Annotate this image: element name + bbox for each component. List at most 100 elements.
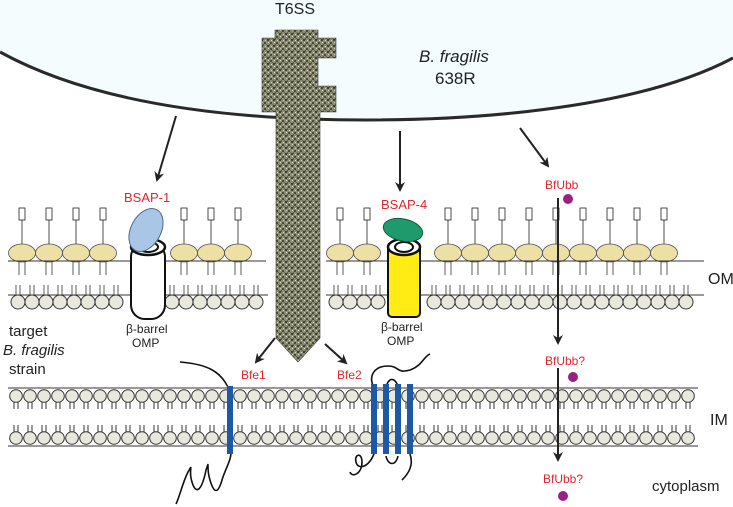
im-head [289, 389, 303, 403]
im-head [681, 389, 695, 403]
t6ss-needle [261, 29, 337, 363]
im-head [359, 389, 373, 403]
om-inner-head [552, 294, 568, 310]
lps-head [35, 243, 63, 263]
im-head [79, 431, 93, 445]
im-head [23, 389, 37, 403]
im-head [499, 389, 513, 403]
im-head [471, 389, 485, 403]
om-inner-head [594, 294, 610, 310]
bfe1-helix [227, 386, 233, 454]
om-inner-head [206, 294, 222, 310]
lps-head [197, 243, 225, 263]
om-inner-head [496, 294, 512, 310]
im-head [681, 431, 695, 445]
bfe2-protein [349, 353, 431, 481]
arrow-to-bfubb [519, 127, 550, 168]
im-head [65, 431, 79, 445]
im-head [177, 389, 191, 403]
im-head [303, 431, 317, 445]
im-head [653, 431, 667, 445]
bfubb-dot-3 [558, 491, 568, 501]
om-inner-head [356, 294, 372, 310]
im-head [135, 389, 149, 403]
bfe2-helix-1 [371, 384, 377, 454]
bfubb-q1-label: BfUbb? [545, 354, 586, 368]
om-inner-head [234, 294, 250, 310]
om-inner-head [664, 294, 680, 310]
attacker-strain-label: 638R [435, 69, 476, 88]
om-inner-head [482, 294, 498, 310]
im-head [65, 389, 79, 403]
im-head [541, 389, 555, 403]
im-head [625, 431, 639, 445]
im-head [583, 431, 597, 445]
attacker-cytoplasm [0, 0, 733, 120]
bsap1-protein [128, 208, 164, 252]
im-head [429, 431, 443, 445]
om-inner-head [342, 294, 358, 310]
barrel1-line1: β-barrel [126, 322, 168, 336]
cytoplasm-label: cytoplasm [652, 478, 720, 495]
om-inner-head [622, 294, 638, 310]
im-head [149, 389, 163, 403]
bfe2-helix-3 [395, 384, 401, 454]
lps-head [434, 243, 462, 263]
im-head [51, 431, 65, 445]
om-inner-head [510, 294, 526, 310]
arrow-to-bsap1 [154, 115, 177, 182]
bfe2-helix-4 [407, 384, 413, 454]
om-inner-head [24, 294, 40, 310]
im-head [499, 431, 513, 445]
bfubb-q2-label: BfUbb? [543, 472, 584, 486]
im-head [51, 389, 65, 403]
im-head [541, 431, 555, 445]
lps-head [461, 243, 489, 263]
im-head [457, 389, 471, 403]
im-head [527, 431, 541, 445]
im-head [443, 431, 457, 445]
im-head [457, 431, 471, 445]
im-head [653, 389, 667, 403]
om-inner-head [538, 294, 554, 310]
bsap4-protein [382, 217, 424, 243]
im-head [317, 389, 331, 403]
im-head [275, 389, 289, 403]
lps-head [62, 243, 90, 263]
arrow-to-bfe1 [254, 337, 276, 364]
im-head [121, 389, 135, 403]
im-head [261, 389, 275, 403]
im-head [345, 389, 359, 403]
om-inner-head [192, 294, 208, 310]
bfe2-helix-2 [383, 384, 389, 454]
im-head [569, 389, 583, 403]
om-inner-head [650, 294, 666, 310]
om-inner-head [608, 294, 624, 310]
im-head [485, 389, 499, 403]
im-head [667, 431, 681, 445]
im-head [23, 431, 37, 445]
im-head [303, 389, 317, 403]
om-inner-head [566, 294, 582, 310]
im-head [443, 389, 457, 403]
im-head [611, 431, 625, 445]
om-inner-head [426, 294, 442, 310]
im-head [639, 389, 653, 403]
im-head [121, 431, 135, 445]
barrel2-line1: β-barrel [381, 320, 423, 334]
im-head [625, 389, 639, 403]
im-head [261, 431, 275, 445]
im-head [163, 389, 177, 403]
im-head [107, 431, 121, 445]
om-inner-head [636, 294, 652, 310]
im-head [93, 389, 107, 403]
om-inner-head [440, 294, 456, 310]
im-head [233, 389, 247, 403]
im-label: IM [710, 412, 728, 429]
im-head [275, 431, 289, 445]
om-inner-head [66, 294, 82, 310]
target-label: target [9, 323, 48, 340]
arrow-to-bfe2 [324, 343, 348, 365]
lps-head [326, 243, 354, 263]
